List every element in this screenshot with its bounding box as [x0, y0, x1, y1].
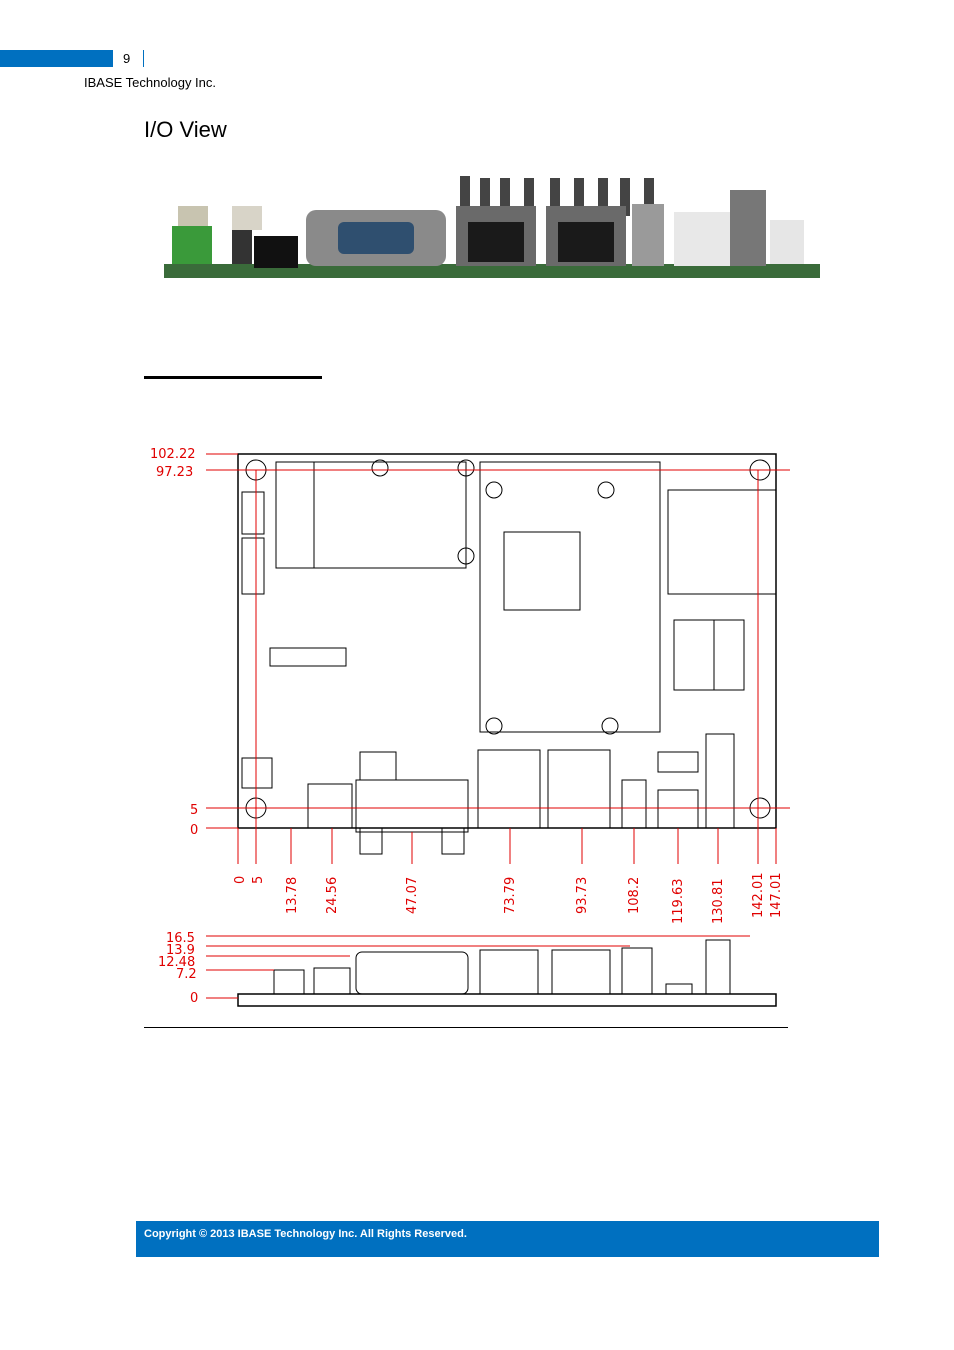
height-label: 12.48	[158, 955, 195, 970]
y-label: 97.23	[156, 465, 193, 480]
x-label: 5	[251, 876, 266, 884]
x-label: 24.56	[325, 877, 340, 914]
page-number: 9	[113, 50, 143, 67]
y-label: 5	[190, 803, 198, 818]
x-label: 0	[233, 876, 248, 884]
y-label: 102.22	[150, 447, 196, 462]
height-label: 13.9	[166, 943, 195, 958]
height-label: 16.5	[166, 931, 195, 946]
dimension-drawing: 102.22 97.23 5 0 0 5 13.78 24.56 47.07 7…	[150, 447, 790, 1007]
x-label: 119.63	[671, 879, 686, 925]
x-label: 47.07	[405, 877, 420, 914]
height-label: 7.2	[176, 967, 197, 982]
footer-copyright: Copyright © 2013 IBASE Technology Inc. A…	[136, 1221, 879, 1257]
x-label: 108.2	[627, 877, 642, 914]
x-label: 142.01	[751, 873, 766, 919]
page-tab-bar	[0, 50, 144, 67]
section-title: I/O View	[144, 117, 227, 142]
x-label: 130.81	[711, 879, 726, 925]
x-label: 73.79	[503, 877, 518, 914]
side-view-board: 16.5 13.9 12.48 7.2 0	[158, 931, 777, 1007]
y-label: 0	[190, 823, 198, 838]
section-underline	[144, 376, 322, 379]
drawing-bottom-rule	[144, 1027, 788, 1028]
x-label: 93.73	[575, 877, 590, 914]
x-label: 13.78	[285, 877, 300, 914]
x-label: 147.01	[769, 873, 784, 919]
company-name: IBASE Technology Inc.	[84, 75, 217, 90]
io-view-photo	[164, 176, 820, 278]
height-label: 0	[190, 991, 198, 1006]
top-view-board: 102.22 97.23 5 0 0 5 13.78 24.56 47.07 7…	[150, 447, 790, 924]
